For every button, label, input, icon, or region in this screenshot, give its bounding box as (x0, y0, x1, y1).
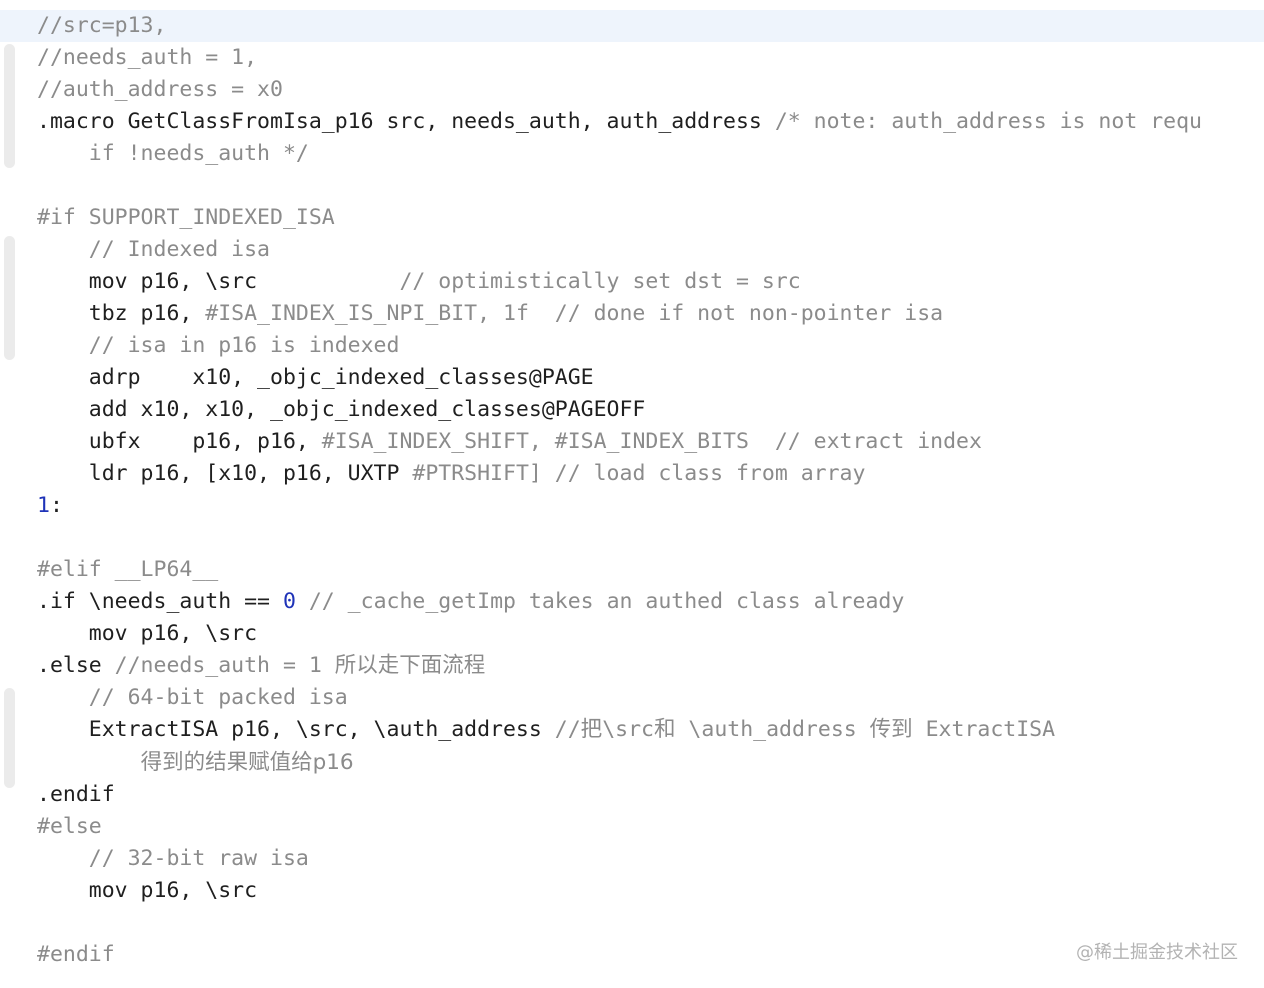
code-token-comment: // (554, 717, 581, 742)
code-token-comment: // _cache_getImp takes an authed class a… (295, 589, 905, 614)
code-token-comment: //auth_address = x0 (37, 77, 283, 102)
code-token-directive: #else (37, 814, 102, 839)
code-line[interactable]: ldr p16, [x10, p16, UXTP #PTRSHIFT] // l… (0, 458, 1264, 490)
code-line[interactable]: mov p16, \src (0, 618, 1264, 650)
code-token-comment: // Indexed isa (88, 237, 270, 262)
code-token-normal: ExtractISA p16, \src, \auth_address (88, 717, 555, 742)
watermark: @稀土掘金技术社区 (1076, 942, 1238, 963)
code-token-cjk-comment: 传到 (869, 717, 913, 742)
code-line[interactable]: 1: (0, 490, 1264, 522)
code-token-normal: mov p16, \src (88, 269, 400, 294)
code-token-comment: ExtractISA (912, 717, 1056, 742)
code-token-normal: .else (37, 653, 115, 678)
indent-whitespace (37, 461, 89, 486)
code-token-comment: #PTRSHIFT] // load class from array (412, 461, 866, 486)
code-token-comment: // isa in p16 is indexed (88, 333, 400, 358)
indent-whitespace (37, 717, 89, 742)
code-token-normal: ubfx p16, p16, (88, 429, 322, 454)
code-token-normal: tbz p16, (88, 301, 206, 326)
code-line[interactable]: if !needs_auth */ (0, 138, 1264, 170)
code-line[interactable] (0, 170, 1264, 202)
code-token-normal: mov p16, \src (88, 878, 258, 903)
code-line[interactable]: // 32-bit raw isa (0, 843, 1264, 875)
code-token-comment: \auth_address (675, 717, 870, 742)
code-token-normal: adrp x10, _objc_indexed_classes@PAGE (88, 365, 594, 390)
code-token-cjk-comment: 得到的结果赋值给p16 (140, 750, 354, 775)
code-line[interactable]: mov p16, \src // optimistically set dst … (0, 266, 1264, 298)
code-line[interactable]: //src=p13, (0, 10, 1264, 42)
code-line[interactable]: #if SUPPORT_INDEXED_ISA (0, 202, 1264, 234)
code-line[interactable]: #endif (0, 939, 1264, 971)
code-token-cjk-comment: 和 (653, 717, 676, 742)
fold-marker[interactable] (4, 688, 15, 788)
code-line[interactable]: add x10, x10, _objc_indexed_classes@PAGE… (0, 394, 1264, 426)
code-token-normal: mov p16, \src (88, 621, 258, 646)
code-token-comment: /* note: auth_address is not requ (774, 109, 1202, 134)
code-token-comment: // 32-bit raw isa (88, 846, 309, 871)
code-token-comment: //needs_auth = 1 (114, 653, 335, 678)
code-line[interactable] (0, 522, 1264, 554)
code-token-comment: #ISA_INDEX_IS_NPI_BIT, 1f // done if not… (205, 301, 944, 326)
code-line[interactable]: ExtractISA p16, \src, \auth_address //把\… (0, 714, 1264, 746)
indent-whitespace (37, 750, 141, 775)
code-line[interactable]: 得到的结果赋值给p16 (0, 747, 1264, 779)
fold-marker[interactable] (4, 236, 15, 360)
indent-whitespace (37, 685, 89, 710)
code-line[interactable]: .macro GetClassFromIsa_p16 src, needs_au… (0, 106, 1264, 138)
indent-whitespace (37, 301, 89, 326)
code-line[interactable]: // Indexed isa (0, 234, 1264, 266)
code-token-comment: //needs_auth = 1, (37, 45, 258, 70)
code-token-normal: add x10, x10, _objc_indexed_classes@PAGE… (88, 397, 646, 422)
indent-whitespace (37, 878, 89, 903)
code-token-normal: ldr p16, [x10, p16, UXTP (88, 461, 413, 486)
code-token-number: 0 (282, 589, 296, 614)
code-line[interactable]: #elif __LP64__ (0, 554, 1264, 586)
code-line[interactable]: adrp x10, _objc_indexed_classes@PAGE (0, 362, 1264, 394)
current-line-highlight (0, 10, 1264, 42)
code-token-normal: .if \needs_auth == (37, 589, 283, 614)
code-token-comment: \src (602, 717, 654, 742)
code-line[interactable]: ubfx p16, p16, #ISA_INDEX_SHIFT, #ISA_IN… (0, 426, 1264, 458)
code-line[interactable]: .endif (0, 779, 1264, 811)
code-line[interactable]: .if \needs_auth == 0 // _cache_getImp ta… (0, 586, 1264, 618)
code-line[interactable]: // 64-bit packed isa (0, 682, 1264, 714)
indent-whitespace (37, 429, 89, 454)
indent-whitespace (37, 237, 89, 262)
code-line[interactable]: //needs_auth = 1, (0, 42, 1264, 74)
code-line[interactable]: // isa in p16 is indexed (0, 330, 1264, 362)
code-token-directive: #elif __LP64__ (37, 557, 219, 582)
code-token-directive: #if SUPPORT_INDEXED_ISA (37, 205, 335, 230)
code-token-comment: // optimistically set dst = src (399, 269, 801, 294)
code-token-normal: : (49, 493, 63, 518)
code-lines[interactable]: //src=p13, //needs_auth = 1, //auth_addres… (0, 10, 1264, 971)
code-token-cjk-comment: 把 (580, 717, 603, 742)
code-line[interactable]: .else //needs_auth = 1 所以走下面流程 (0, 650, 1264, 682)
indent-whitespace (37, 397, 89, 422)
indent-whitespace (37, 846, 89, 871)
code-line[interactable] (0, 907, 1264, 939)
fold-marker[interactable] (4, 44, 15, 168)
indent-whitespace (37, 333, 89, 358)
code-token-comment: if !needs_auth */ (88, 141, 309, 166)
code-token-comment: //src=p13, (37, 13, 167, 38)
code-line[interactable]: tbz p16, #ISA_INDEX_IS_NPI_BIT, 1f // do… (0, 298, 1264, 330)
code-line[interactable]: //auth_address = x0 (0, 74, 1264, 106)
code-line[interactable]: mov p16, \src (0, 875, 1264, 907)
indent-whitespace (37, 141, 89, 166)
code-token-normal: .endif (37, 782, 115, 807)
code-token-comment: // 64-bit packed isa (88, 685, 348, 710)
code-token-comment: #ISA_INDEX_SHIFT, #ISA_INDEX_BITS // ext… (321, 429, 982, 454)
code-line[interactable]: #else (0, 811, 1264, 843)
code-token-directive: #endif (37, 942, 115, 967)
code-token-cjk-comment: 所以走下面流程 (334, 653, 486, 678)
indent-whitespace (37, 621, 89, 646)
code-token-normal: .macro GetClassFromIsa_p16 src, needs_au… (37, 109, 775, 134)
indent-whitespace (37, 269, 89, 294)
indent-whitespace (37, 365, 89, 390)
code-token-number: 1 (37, 493, 50, 518)
